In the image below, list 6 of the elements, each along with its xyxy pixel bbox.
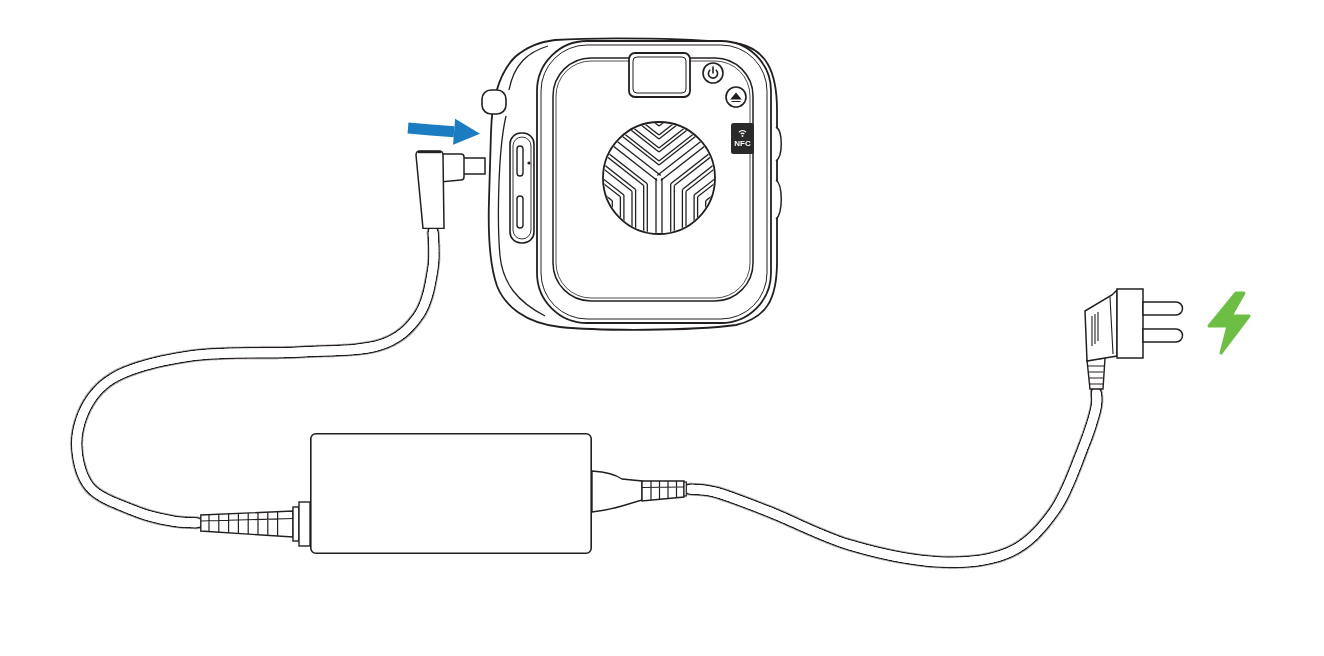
cable (75, 228, 435, 524)
device-illustration (480, 36, 784, 331)
arrow (407, 118, 480, 145)
nfc-label: NFC (734, 139, 751, 149)
power-adapter (200, 433, 687, 554)
dc-plug-illustration (412, 148, 488, 229)
